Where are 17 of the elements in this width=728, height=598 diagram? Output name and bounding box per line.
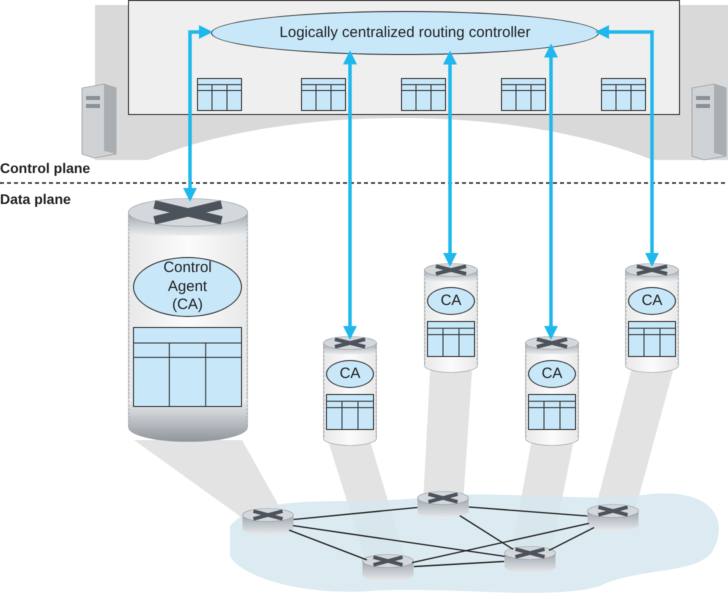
link-line [294,506,418,520]
link-line [412,522,590,564]
plane-label: Data plane [0,190,71,209]
plane-label: Control plane [0,159,90,178]
link-line [288,530,368,560]
double-arrow [343,50,357,340]
link-line [468,506,588,517]
ellipse-label: Logically centralized routing controller [211,11,599,55]
link-line [548,527,594,551]
double-arrow [443,50,457,267]
double-arrow [595,25,659,267]
link-line [293,525,505,557]
link-line [460,515,514,550]
double-arrow [183,25,213,202]
double-arrow [544,44,558,340]
controller-panel [128,0,680,115]
link-line [414,560,504,568]
